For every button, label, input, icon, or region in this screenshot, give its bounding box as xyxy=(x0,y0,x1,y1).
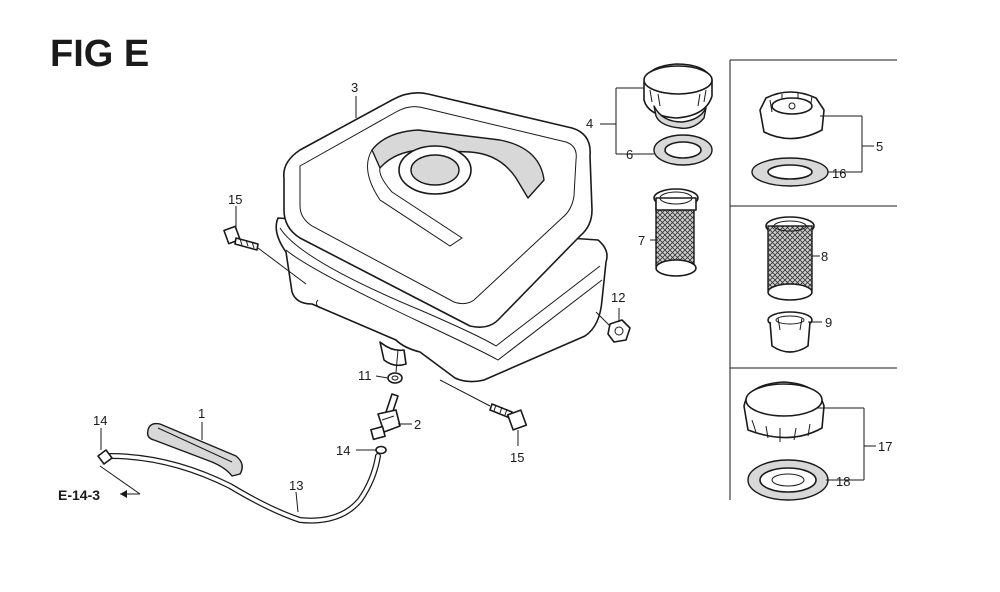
strainer-ring xyxy=(767,311,813,353)
callout-18: 18 xyxy=(836,474,850,489)
reference-arrow-icon xyxy=(120,490,140,498)
bolt-lower-guide-line xyxy=(439,379,491,407)
callout-5: 5 xyxy=(876,139,883,154)
fuel-strainer-cup xyxy=(653,188,699,277)
callout-4: 4 xyxy=(586,116,593,131)
callout-13: 13 xyxy=(289,478,303,493)
reference-guide-line xyxy=(99,465,141,495)
variant-panel-frame xyxy=(729,59,897,500)
callout-14-left: 14 xyxy=(93,413,107,428)
callout-14-valve: 14 xyxy=(336,443,350,458)
fuel-cap xyxy=(643,63,713,129)
callout-15-lower: 15 xyxy=(510,450,524,465)
fuel-valve xyxy=(370,393,401,441)
figure-title: FIG E xyxy=(50,33,149,75)
fuel-cap-alt xyxy=(759,91,825,140)
gasket-guide-line xyxy=(395,349,399,373)
flange-nut xyxy=(607,319,631,343)
callout-11: 11 xyxy=(358,368,372,383)
fuel-line xyxy=(107,453,381,524)
callout-17: 17 xyxy=(878,439,892,454)
callout-2: 2 xyxy=(414,417,421,432)
callout-3: 3 xyxy=(351,80,358,95)
cap-gasket xyxy=(653,134,713,166)
callout-7: 7 xyxy=(638,233,645,248)
hose-clip-left xyxy=(97,449,113,465)
fuel-valve-gasket xyxy=(387,372,403,384)
fuel-cap-variant xyxy=(743,381,825,442)
fuel-tube xyxy=(146,422,243,477)
nut-guide-line xyxy=(595,311,611,327)
callout-15-upper: 15 xyxy=(228,192,242,207)
flange-bolt-lower xyxy=(489,403,528,431)
callout-16: 16 xyxy=(832,166,846,181)
reference-label: E-14-3 xyxy=(58,487,100,503)
cap-gasket-variant xyxy=(747,459,829,501)
callout-1: 1 xyxy=(198,406,205,421)
hose-clip-valve xyxy=(375,445,387,455)
callout-leaders xyxy=(100,87,876,513)
callout-labels: 3 15 4 6 7 5 16 8 9 17 18 12 11 2 14 15 … xyxy=(93,80,892,493)
callout-6: 6 xyxy=(626,147,633,162)
flange-bolt-upper xyxy=(223,225,259,251)
callout-12: 12 xyxy=(611,290,625,305)
fuel-strainer-alt xyxy=(765,216,815,301)
cap-gasket-alt xyxy=(751,157,829,187)
callout-9: 9 xyxy=(825,315,832,330)
bolt-upper-guide-line xyxy=(257,247,307,285)
callout-8: 8 xyxy=(821,249,828,264)
fuel-tank xyxy=(275,92,608,383)
